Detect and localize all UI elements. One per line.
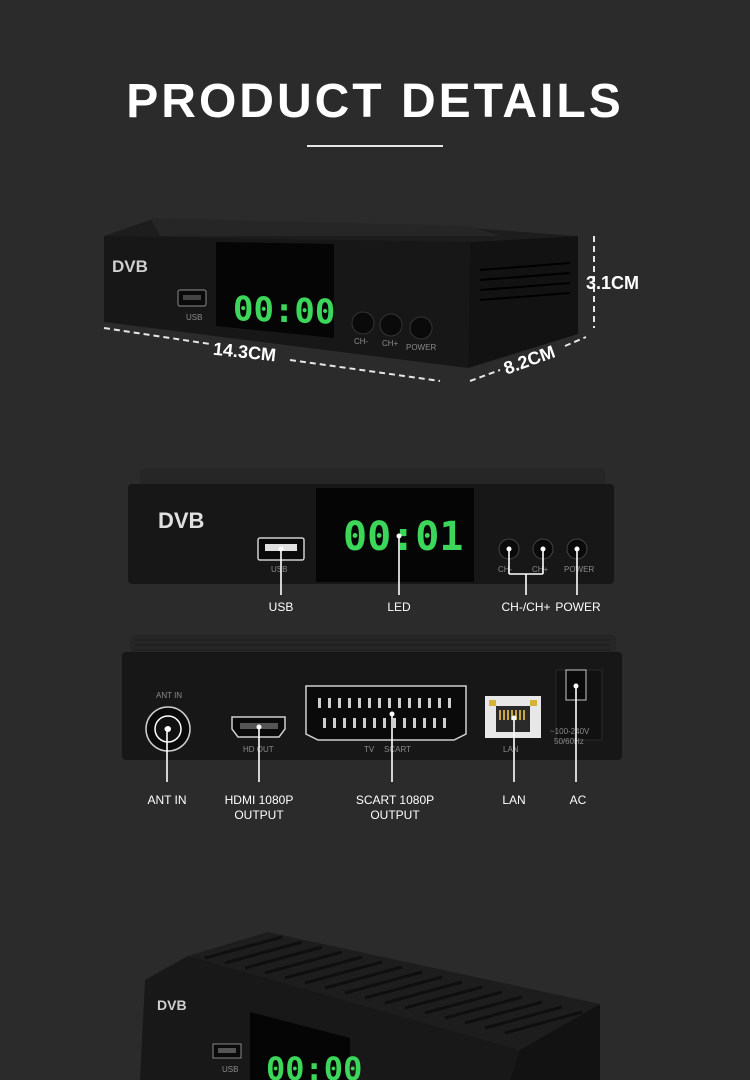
ch-minus-marking: CH-: [354, 337, 369, 346]
hdmi-label: HDMI 1080P OUTPUT: [214, 793, 304, 823]
scart-pins: [318, 698, 451, 728]
bottom-dvb-logo: DVB: [157, 997, 187, 1013]
led-clock-bottom: 00:00: [266, 1050, 362, 1080]
ch-minus-button: [351, 311, 375, 335]
rear-tv-marking: TV: [364, 745, 375, 754]
ch-plus-button: [379, 313, 403, 337]
device-front-view: 00:01 DVB USB CH- CH+ POWER: [128, 468, 614, 595]
width-dim-line-b: [564, 336, 587, 347]
scart-label: SCART 1080P OUTPUT: [345, 793, 445, 823]
hdmi-label-line1: HDMI 1080P: [224, 793, 294, 807]
page-title: PRODUCT DETAILS: [126, 75, 624, 128]
usb-label: USB: [268, 600, 294, 614]
width-dim-line-a: [469, 369, 501, 382]
front-power-marking: POWER: [564, 565, 594, 574]
rear-scart-marking: SCART: [384, 745, 411, 754]
bottom-led-display: [250, 1012, 350, 1080]
ac-label: AC: [569, 793, 587, 807]
ant-in-label: ANT IN: [147, 793, 187, 807]
lan-label: LAN: [502, 793, 526, 807]
length-dim-line-a: [103, 327, 211, 345]
front-usb-marking: USB: [271, 565, 287, 574]
hdmi-label-line2: OUTPUT: [234, 808, 284, 822]
height-dimension: 3.1CM: [586, 273, 640, 293]
device-bottom-view: 00:00 DVB USB: [140, 932, 600, 1080]
scart-label-line2: OUTPUT: [370, 808, 420, 822]
usb-marking: USB: [186, 313, 202, 322]
bottom-usb-marking: USB: [222, 1065, 238, 1074]
title-underline: [307, 145, 443, 147]
led-clock-top: 00:00: [233, 289, 335, 333]
device-angled-view: 00:00 DVB USB CH- CH+ POWER: [103, 218, 595, 382]
power-label: POWER: [555, 600, 601, 614]
power-marking: POWER: [406, 343, 436, 352]
device-rear-view: ANT IN HD OUT TV SCART LAN ~100-240V 50/…: [122, 634, 622, 782]
front-led-display: [316, 488, 474, 582]
length-dim-line-b: [289, 359, 441, 382]
channel-label: CH-/CH+: [501, 600, 551, 614]
led-label: LED: [387, 600, 411, 614]
scart-label-line1: SCART 1080P: [355, 793, 435, 807]
rear-power-rating-2: 50/60Hz: [554, 737, 584, 746]
power-button: [409, 316, 433, 340]
rear-lan-marking: LAN: [503, 745, 519, 754]
front-ch-minus-marking: CH-: [498, 565, 513, 574]
device-side-panel: [468, 236, 578, 368]
front-dvb-logo: DVB: [158, 508, 204, 533]
scart-port: [305, 685, 467, 741]
ch-plus-marking: CH+: [382, 339, 399, 348]
rear-ant-marking: ANT IN: [156, 691, 182, 700]
front-ch-plus-marking: CH+: [532, 565, 549, 574]
dvb-logo: DVB: [112, 257, 148, 276]
rear-power-rating-1: ~100-240V: [550, 727, 590, 736]
led-display: [216, 242, 334, 338]
led-clock-front: 00:01: [343, 514, 463, 560]
